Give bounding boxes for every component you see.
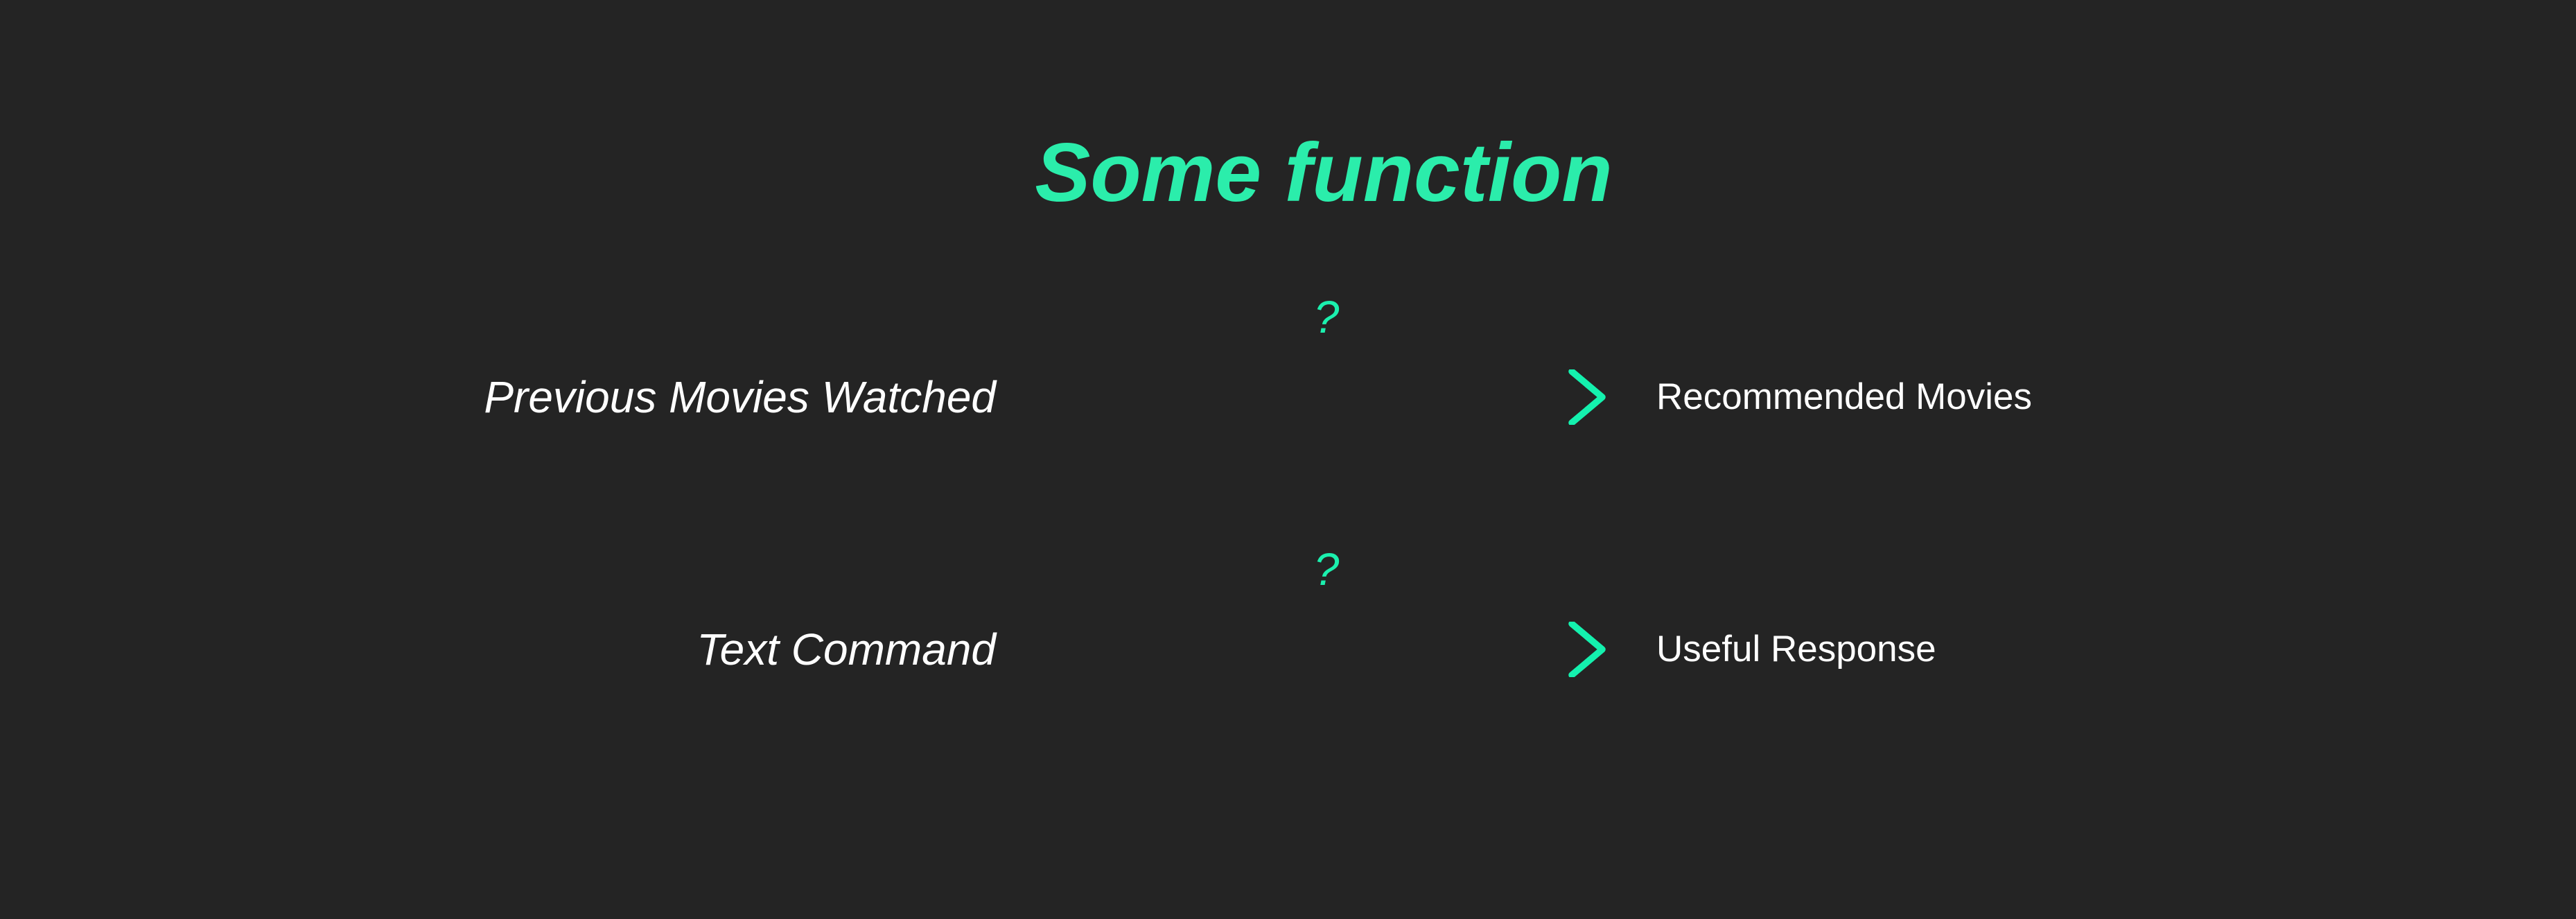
row2-output-label: Useful Response [1656, 629, 1936, 669]
page-title: Some function [1035, 126, 1613, 219]
row1-output-label: Recommended Movies [1656, 376, 2033, 417]
row2-gradient-arrow-icon [1045, 622, 1606, 677]
row2-question-mark-label: ? [1313, 543, 1340, 595]
row2-input-label: Text Command [696, 624, 996, 674]
row1-gradient-arrow-icon [1045, 369, 1606, 425]
row1-question-mark-label: ? [1313, 291, 1340, 342]
row1-input-label: Previous Movies Watched [484, 372, 996, 422]
